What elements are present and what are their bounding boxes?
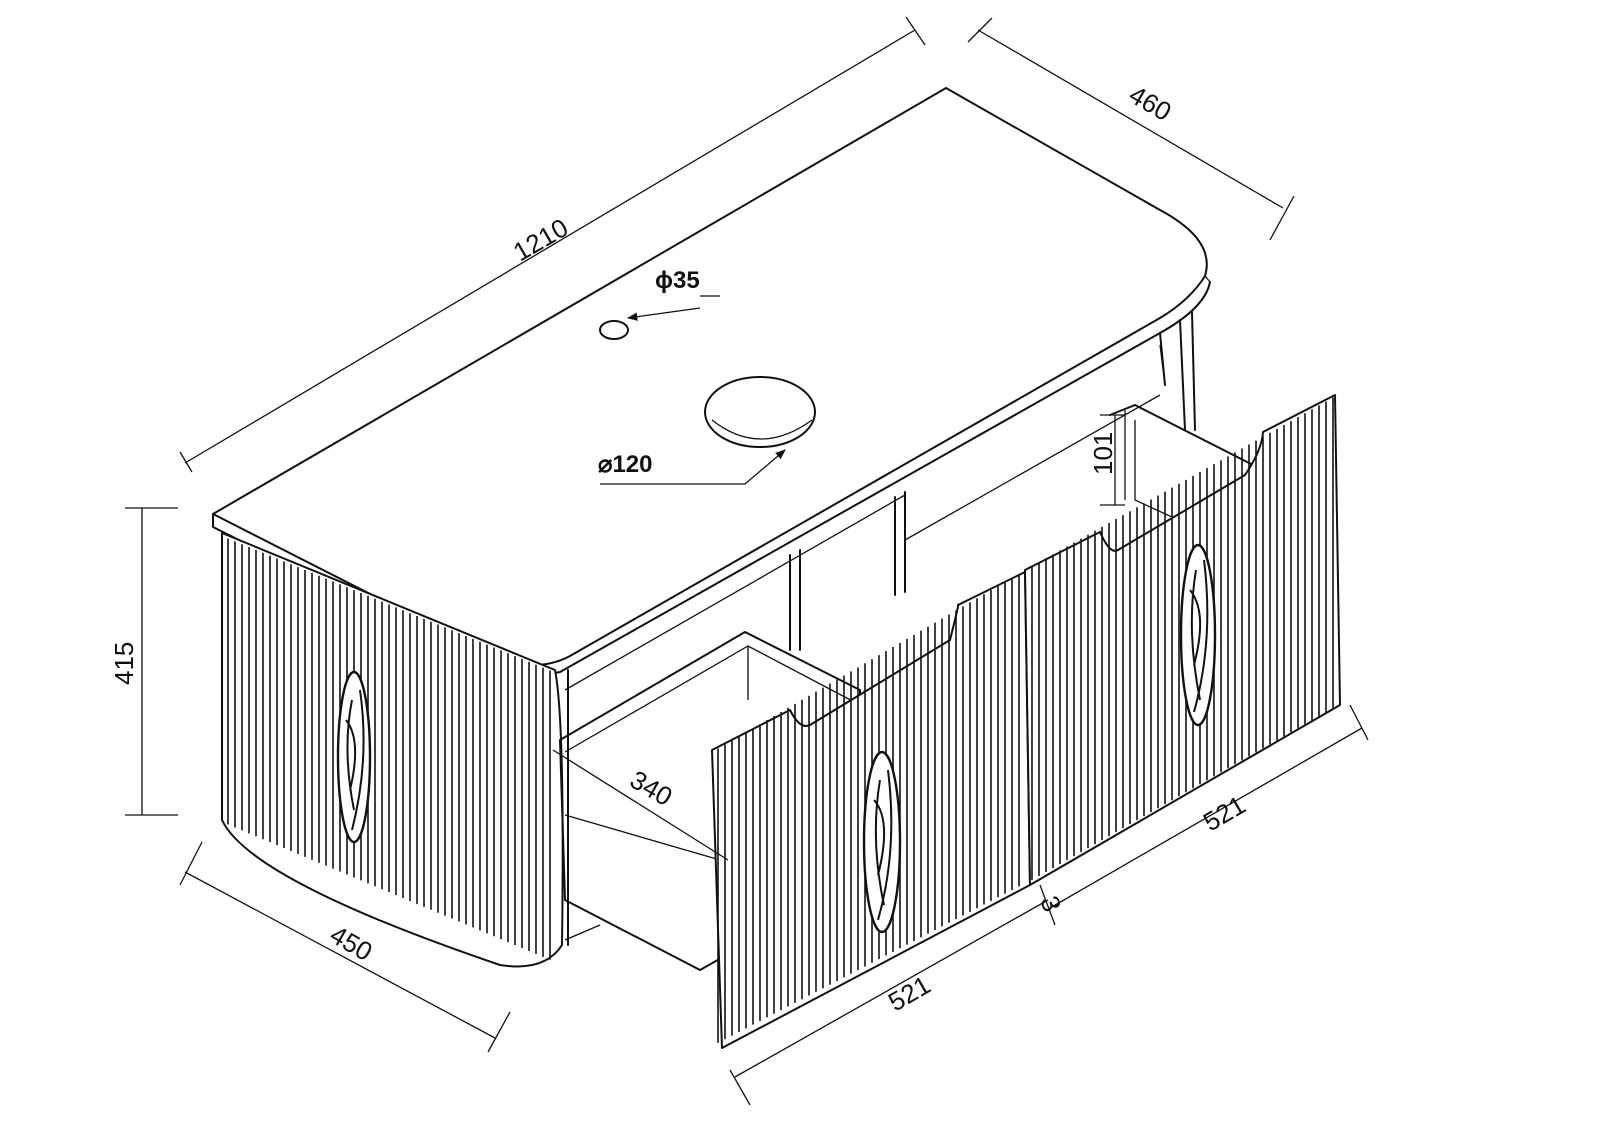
dim-drawer-internal-height: 101 <box>1088 432 1118 475</box>
callout-waste-hole: ⌀120 <box>598 451 653 478</box>
dim-drawer-internal-depth: 340 <box>625 764 678 812</box>
left-drawer <box>559 571 1031 1049</box>
dim-drawer-front-left: 521 <box>883 970 936 1018</box>
tap-hole <box>599 320 629 340</box>
side-panel-fluted <box>221 532 564 968</box>
cabinet-carcass <box>564 311 1196 946</box>
dim-drawer-gap: 3 <box>1034 892 1067 916</box>
side-leaf-carving <box>336 670 372 844</box>
callout-tap-hole: ϕ35 <box>655 267 700 294</box>
dim-depth-side: 450 <box>325 919 378 967</box>
dim-width: 1210 <box>508 212 573 267</box>
dimension-lines <box>125 16 1369 1106</box>
right-drawer <box>1024 394 1341 886</box>
dim-height: 415 <box>109 642 139 685</box>
waste-hole <box>704 376 816 448</box>
right-drawer-leaf-carving <box>1179 543 1217 727</box>
left-drawer-leaf-carving <box>862 750 902 934</box>
